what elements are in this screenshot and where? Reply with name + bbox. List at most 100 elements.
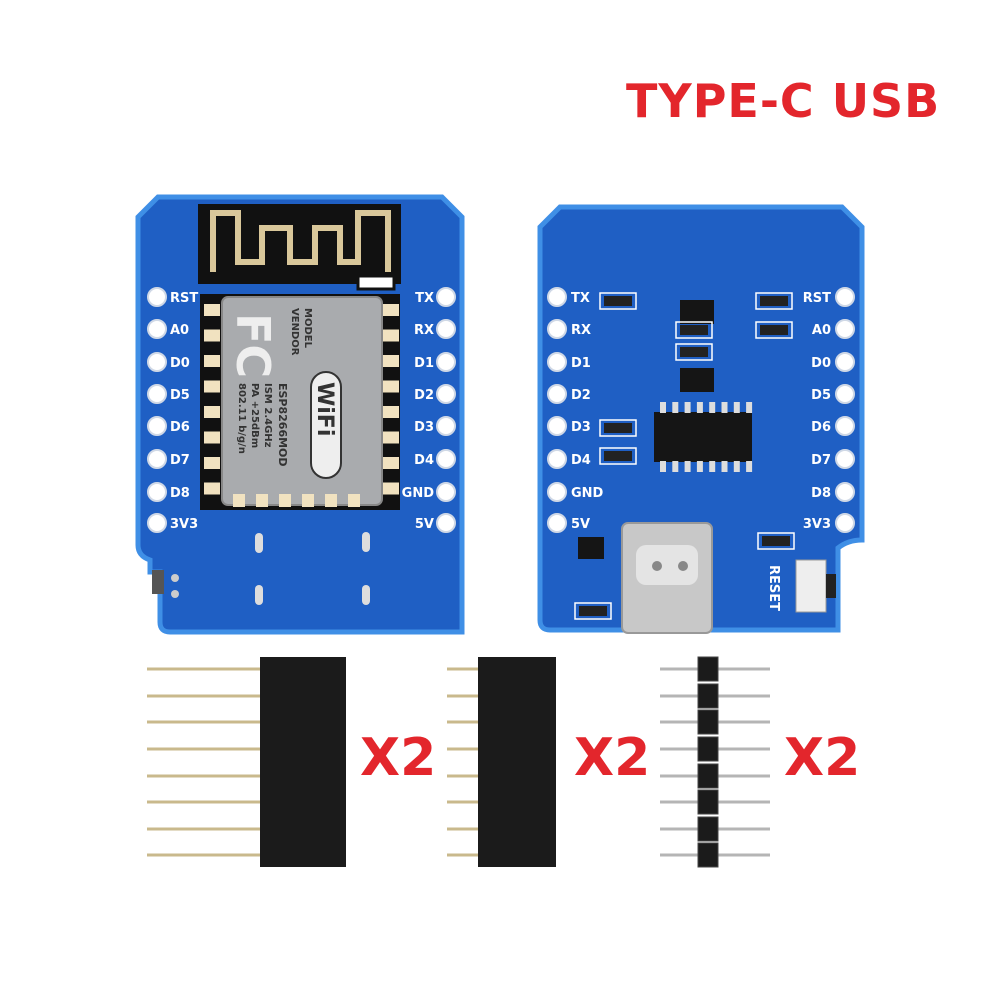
chip-leg bbox=[721, 461, 728, 472]
module-pad bbox=[383, 304, 399, 316]
resistor-outline bbox=[599, 292, 637, 310]
pin-label-d0: D0 bbox=[811, 356, 831, 371]
through-hole-pin bbox=[147, 319, 167, 339]
pin-label-rx: RX bbox=[571, 323, 591, 338]
chip-leg bbox=[746, 402, 753, 413]
antenna-trace bbox=[210, 210, 391, 272]
chip-leg bbox=[709, 402, 716, 413]
header-pin bbox=[447, 694, 478, 698]
smd-resistor bbox=[680, 325, 708, 335]
male-header-segment bbox=[697, 709, 719, 735]
pin-label-a0: A0 bbox=[812, 323, 831, 338]
module-pad bbox=[204, 329, 220, 342]
quantity-long-header: X2 bbox=[360, 728, 437, 788]
male-header-segment bbox=[697, 683, 719, 709]
module-pad bbox=[204, 304, 220, 316]
ism-text: ISM 2.4GHz bbox=[262, 383, 273, 448]
chip-leg bbox=[660, 402, 666, 413]
pin-label-d5: D5 bbox=[170, 388, 190, 403]
pin-label-3v3: 3V3 bbox=[170, 517, 198, 532]
header-pin bbox=[147, 667, 260, 671]
through-hole-pin bbox=[547, 513, 567, 533]
through-hole-pin bbox=[436, 319, 456, 339]
smd-resistor bbox=[760, 296, 788, 306]
through-hole-pin bbox=[547, 384, 567, 404]
module-pad bbox=[302, 494, 314, 507]
resistor-outline bbox=[574, 602, 612, 620]
pin-label-d3: D3 bbox=[571, 420, 591, 435]
pin-label-5v: 5V bbox=[415, 517, 434, 532]
model-name: ESP8266MOD bbox=[276, 383, 289, 467]
through-hole-pin bbox=[547, 287, 567, 307]
front-board: FC MODEL VENDOR ESP8266MOD ISM 2.4GHz PA… bbox=[135, 194, 465, 635]
module-pad bbox=[204, 406, 220, 418]
header-pin bbox=[447, 667, 478, 671]
through-hole-pin bbox=[147, 384, 167, 404]
module-pad bbox=[204, 355, 220, 367]
module-pad bbox=[383, 406, 399, 418]
pin-label-d4: D4 bbox=[414, 453, 434, 468]
chip-leg bbox=[672, 402, 679, 413]
smd-resistor bbox=[760, 325, 788, 335]
vendor-label: VENDOR bbox=[289, 308, 300, 356]
pin-label-d6: D6 bbox=[170, 420, 190, 435]
chip-leg bbox=[660, 461, 666, 472]
male-header-segment bbox=[697, 763, 719, 789]
header-pin bbox=[447, 800, 478, 804]
through-hole-pin bbox=[835, 352, 855, 372]
pin-label-gnd: GND bbox=[571, 486, 604, 501]
fc-logo: FC bbox=[226, 313, 280, 378]
resistor-outline bbox=[755, 321, 793, 339]
module-pad bbox=[204, 457, 220, 469]
pin-label-rst: RST bbox=[803, 291, 831, 306]
header-pin bbox=[147, 827, 260, 831]
reset-button[interactable] bbox=[795, 559, 827, 613]
through-hole-pin bbox=[835, 449, 855, 469]
chip-leg bbox=[696, 461, 703, 472]
header-pin bbox=[447, 720, 478, 724]
pin-label-d1: D1 bbox=[414, 356, 434, 371]
quantity-male-header: X2 bbox=[784, 728, 861, 788]
male-header-segment bbox=[697, 736, 719, 762]
reset-label: RESET bbox=[766, 565, 781, 611]
chip-leg bbox=[684, 461, 691, 472]
chip-leg bbox=[733, 461, 740, 472]
module-pad bbox=[383, 457, 399, 469]
through-hole-pin bbox=[436, 513, 456, 533]
pin-label-d8: D8 bbox=[811, 486, 831, 501]
module-pad bbox=[204, 482, 220, 495]
pin-label-5v: 5V bbox=[571, 517, 590, 532]
through-hole-pin bbox=[147, 449, 167, 469]
pin-label-d5: D5 bbox=[811, 388, 831, 403]
through-hole-pin bbox=[835, 482, 855, 502]
pin-label-d3: D3 bbox=[414, 420, 434, 435]
through-hole-pin bbox=[547, 319, 567, 339]
pin-label-d1: D1 bbox=[571, 356, 591, 371]
through-hole-pin bbox=[835, 319, 855, 339]
male-header-segment bbox=[697, 656, 719, 682]
wifi-logo-badge bbox=[310, 371, 342, 479]
resistor-outline bbox=[757, 532, 795, 550]
male-header-segment bbox=[697, 816, 719, 842]
through-hole-pin bbox=[436, 416, 456, 436]
module-pad bbox=[383, 482, 399, 495]
module-pad bbox=[383, 380, 399, 393]
header-pin bbox=[447, 827, 478, 831]
through-hole-pin bbox=[835, 513, 855, 533]
pin-label-rst: RST bbox=[170, 291, 198, 306]
through-hole-pin bbox=[547, 482, 567, 502]
smd-resistor bbox=[680, 347, 708, 357]
pin-label-d2: D2 bbox=[414, 388, 434, 403]
antenna-area bbox=[198, 204, 401, 284]
pin-label-tx: TX bbox=[415, 291, 434, 306]
chip-leg bbox=[672, 461, 679, 472]
smd-resistor bbox=[604, 423, 632, 433]
through-hole-pin bbox=[436, 384, 456, 404]
pin-label-3v3: 3V3 bbox=[803, 517, 831, 532]
smd-resistor bbox=[604, 451, 632, 461]
through-hole-pin bbox=[147, 287, 167, 307]
resistor-outline bbox=[675, 343, 713, 361]
pin-label-tx: TX bbox=[571, 291, 590, 306]
